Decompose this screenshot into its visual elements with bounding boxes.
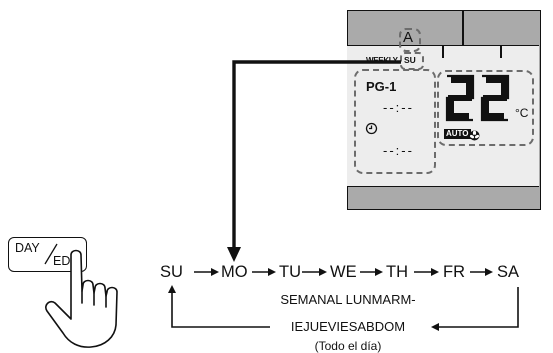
day-su: SU [160,263,183,281]
day-fr: FR [443,263,465,281]
caption-line-1: SEMANAL LUNMARM- [280,292,416,307]
button-label-bottom: ED [53,254,71,268]
marker-a-label: A [403,29,414,46]
temperature-area-frame [437,70,534,146]
temperature-unit: °C [515,106,529,120]
program-label: PG-1 [366,79,397,94]
fan-icon [469,128,480,141]
caption-line-3: (Todo el día) [314,339,382,353]
button-label-top: DAY [15,241,40,255]
day-tu: TU [279,263,301,281]
temperature-digits [444,72,514,124]
program-area-frame [354,69,436,174]
lcd-divider [442,46,444,58]
weekly-day-indicator: SU [404,55,416,65]
top-segment-divider [462,10,464,45]
clock-icon [365,122,378,135]
pressing-hand-icon [45,249,118,348]
day-we: WE [330,263,357,281]
button-slash [44,243,58,265]
time-bottom: --:-- [383,143,414,158]
day-mo: MO [221,263,248,281]
time-top: --:-- [383,100,414,115]
caption-line-2: IEJUEVIESABDOM [290,319,406,334]
day-sa: SA [497,263,520,281]
auto-badge: AUTO [444,129,471,139]
lcd-divider-right [500,46,502,58]
lcd-screen [347,45,539,187]
marker-a-frame [399,28,421,52]
day-th: TH [386,263,408,281]
